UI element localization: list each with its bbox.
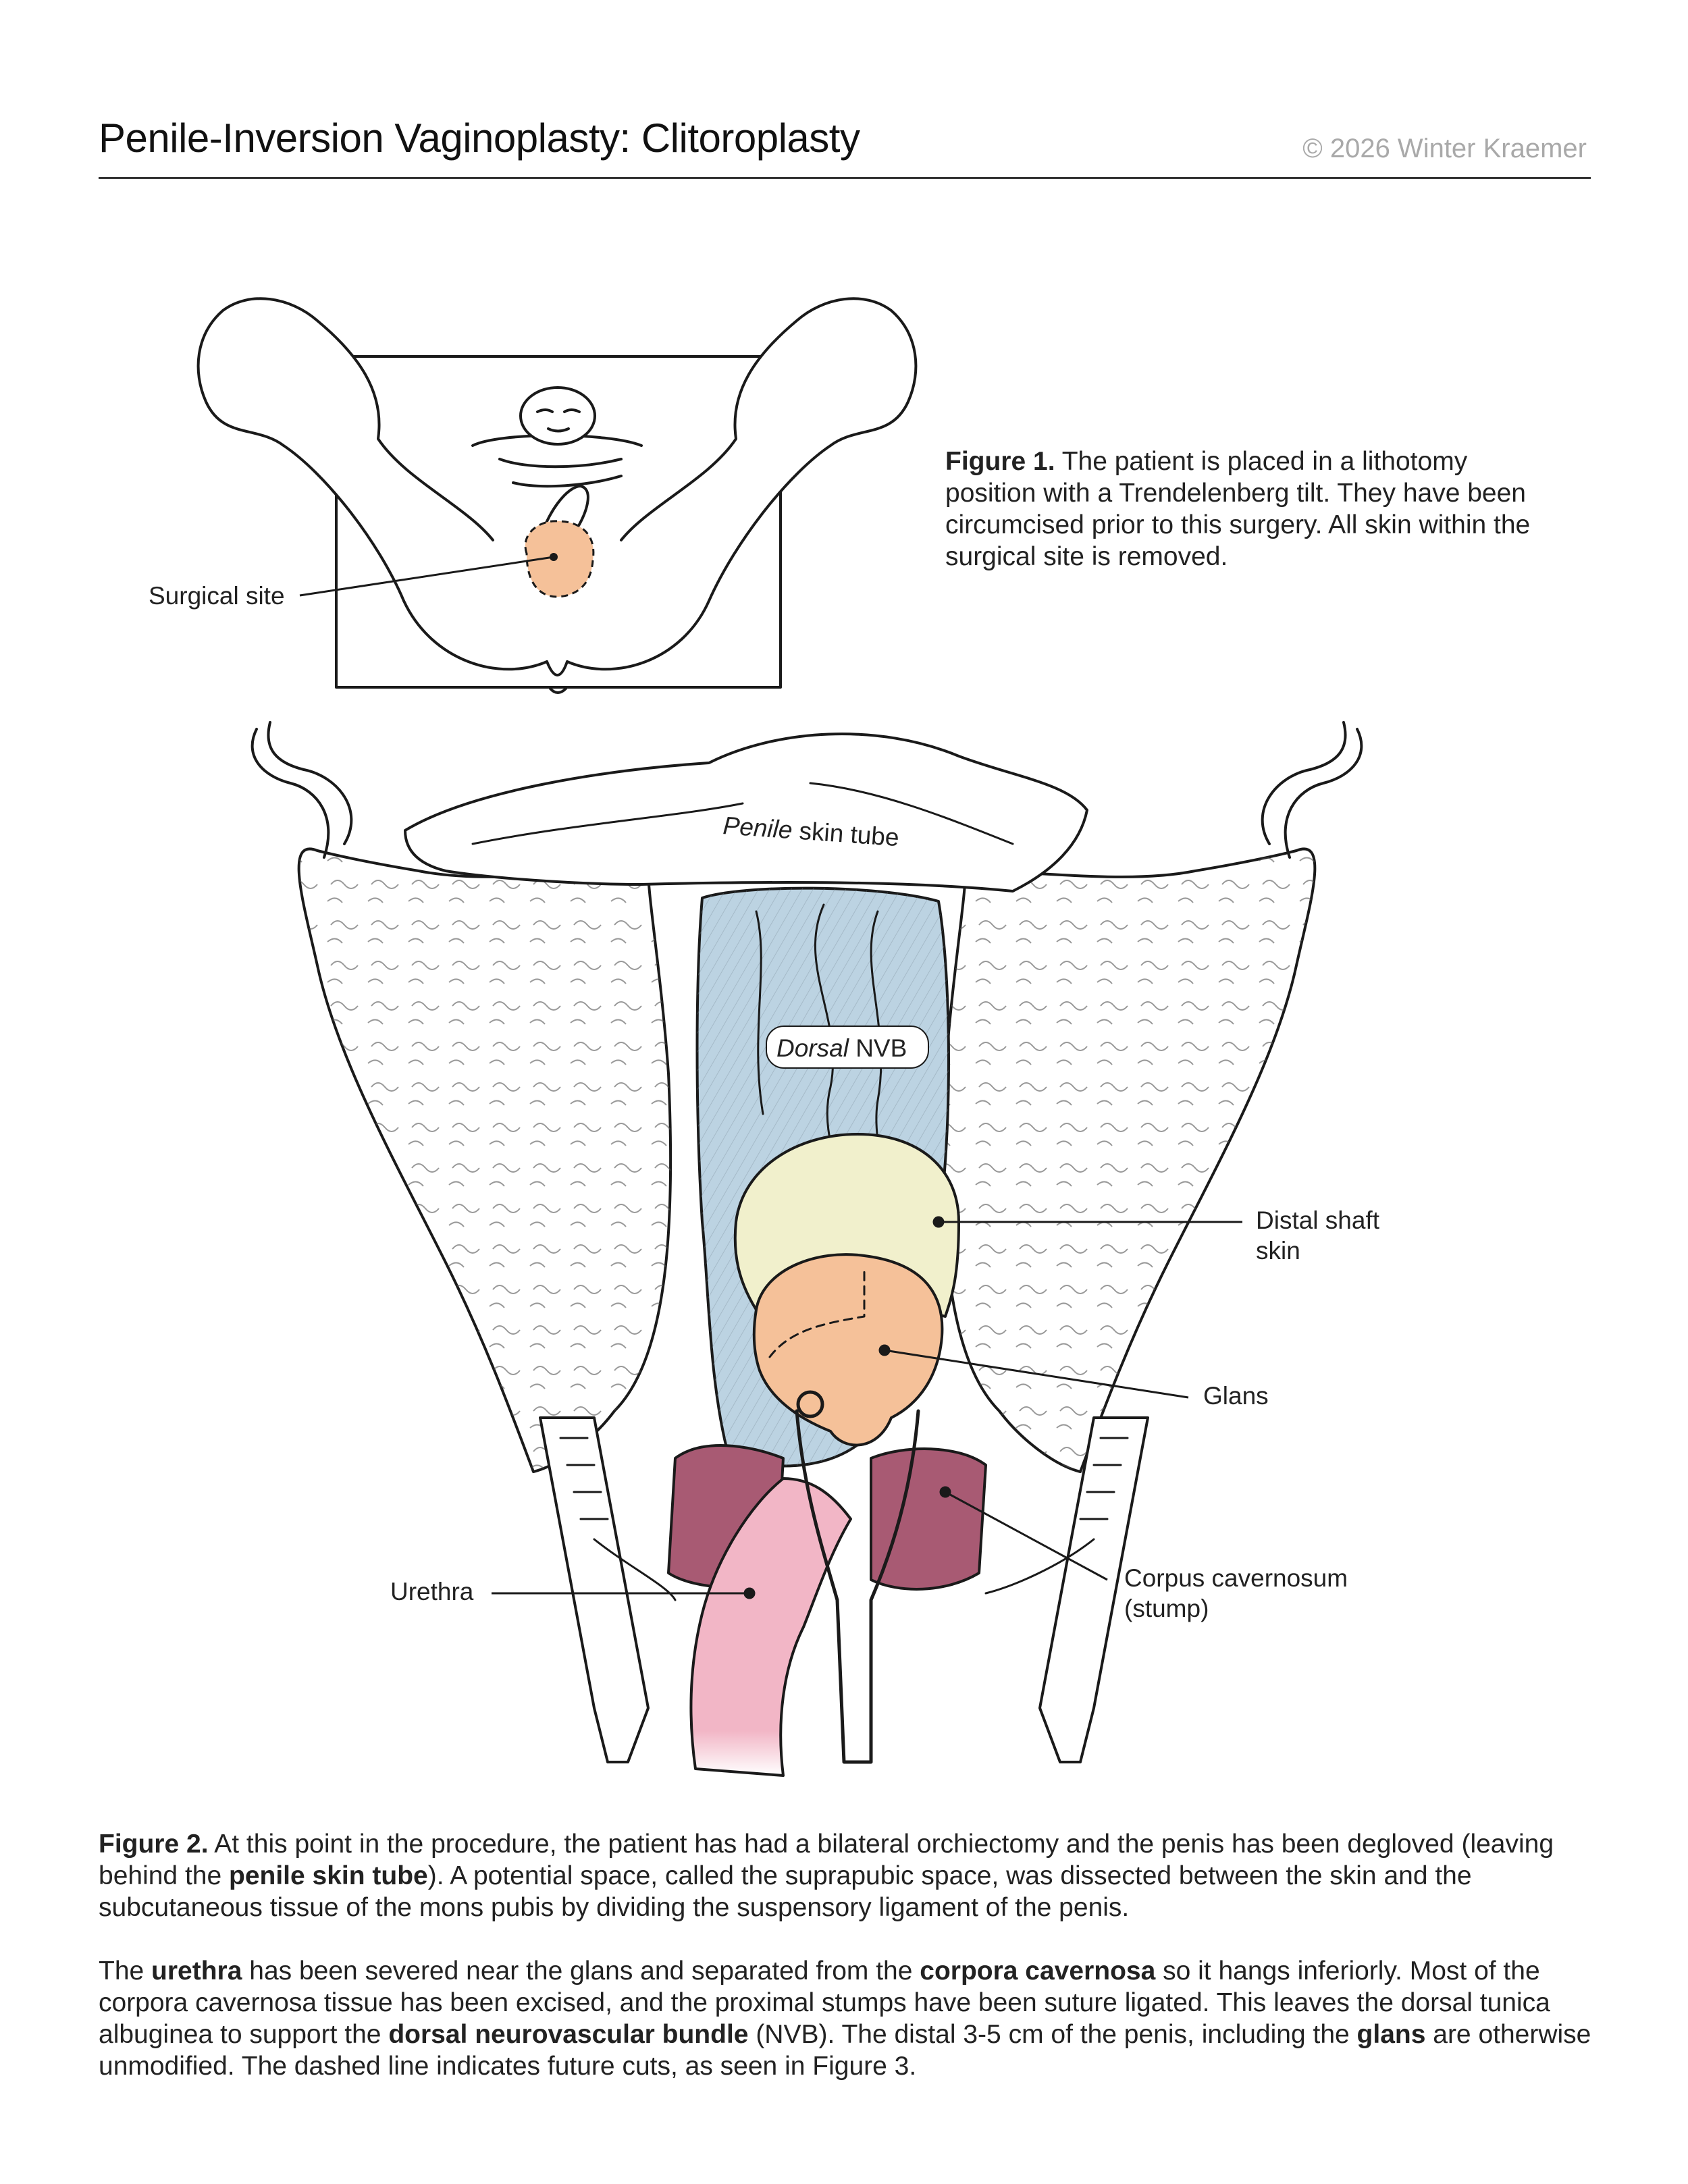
figure2-caption-paragraph-1: Figure 2. At this point in the procedure… [99, 1828, 1604, 1923]
penile-skin-tube [404, 733, 1088, 893]
corpus-cavernosum-label-2: (stump) [1124, 1595, 1209, 1622]
caption-text: are otherwise unmodified. The dashed lin… [99, 2020, 1591, 2081]
figure2-illustration: Penile skin tube Dorsal NVB Distal shaft… [250, 721, 1380, 1777]
caption-bold-term: corpora cavernosa [920, 1956, 1156, 1986]
right-skin-hook [1284, 728, 1363, 859]
left-skin-hook [250, 728, 330, 859]
forceps [795, 1409, 920, 1764]
right-leg [620, 297, 918, 602]
copyright-notice: © 2026 Winter Kraemer [1302, 134, 1587, 163]
right-retractor [1038, 1416, 1149, 1763]
title-divider [99, 177, 1591, 179]
glans-label: Glans [1203, 1382, 1269, 1410]
distal-shaft-skin-label-1: Distal shaft [1256, 1206, 1380, 1234]
caption-text: has been severed near the glans and sepa… [242, 1956, 920, 1986]
position-frame [335, 355, 782, 689]
glans-leader [884, 1349, 1189, 1399]
surgical-site-label: Surgical site [149, 582, 285, 610]
dorsal-nvb-label-bg [766, 1026, 929, 1069]
corpus-leader [945, 1491, 1108, 1581]
corpus-cavernosum-label-1: Corpus cavernosum [1124, 1564, 1348, 1592]
dorsal-nvb-label-italic: Dorsal [776, 1034, 850, 1062]
dorsal-nvb-label-rest: NVB [849, 1034, 907, 1062]
surgical-site-area [524, 520, 595, 598]
patient-head [519, 386, 596, 446]
caption-bold-term: glans [1356, 2020, 1426, 2049]
urethra [689, 1477, 852, 1777]
left-retractor [539, 1416, 650, 1763]
corpus-cavernosum-stump-right [870, 1447, 987, 1591]
penile-skin-tube-label-italic: Penile [722, 811, 793, 844]
caption-text: The [99, 1956, 152, 1986]
urethra-label: Urethra [390, 1578, 474, 1605]
figure1-caption-text: The patient is placed in a lithotomy pos… [945, 447, 1531, 571]
caption-text: so it hangs inferiorly. Most of the corp… [99, 1956, 1550, 2049]
figure2-caption-paragraph-2: The urethra has been severed near the gl… [99, 1955, 1604, 2082]
figure2-caption: Figure 2. At this point in the procedure… [99, 1828, 1604, 2114]
caption-bold-term: urethra [151, 1956, 242, 1986]
distal-shaft-skin-label-2: skin [1256, 1237, 1300, 1264]
page-title: Penile-Inversion Vaginoplasty: Clitoropl… [99, 115, 860, 161]
caption-bold-term: dorsal neurovascular bundle [388, 2020, 749, 2049]
caption-text: At this point in the procedure, the pati… [99, 1830, 1554, 1890]
penile-skin-tube-label: Penile skin tube [722, 811, 899, 851]
figure2-caption-label: Figure 2. [99, 1830, 209, 1859]
caption-text: ). A potential space, called the suprapu… [99, 1861, 1472, 1922]
figure1-illustration: Surgical site [149, 297, 918, 694]
dorsal-nvb-label: Dorsal NVB [776, 1034, 907, 1062]
left-leg [196, 297, 494, 602]
future-cut-dashed-line [768, 1268, 866, 1358]
surgical-site-leader [299, 556, 554, 597]
figure1-caption: Figure 1. The patient is placed in a lit… [945, 446, 1539, 572]
caption-text: (NVB). The distal 3-5 cm of the penis, i… [748, 2020, 1357, 2049]
caption-bold-term: penile skin tube [229, 1861, 428, 1890]
figure1-caption-label: Figure 1. [945, 447, 1055, 476]
